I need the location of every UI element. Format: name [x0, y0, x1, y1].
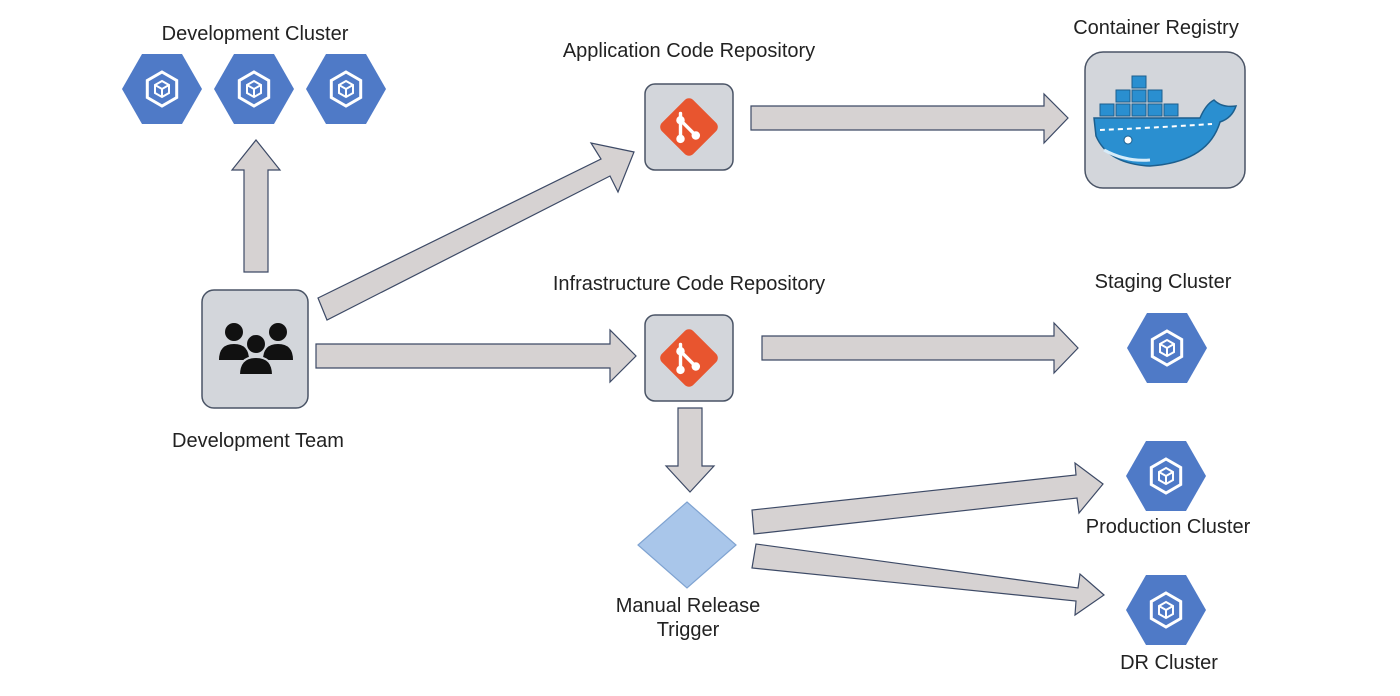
- staging-label: Staging Cluster: [1094, 271, 1232, 293]
- diamond-icon: [637, 501, 737, 589]
- arrow-trigger-to-dr: [751, 543, 1105, 617]
- trigger-label: Manual Release Trigger: [615, 595, 761, 641]
- kubernetes-hex-icon: [1127, 313, 1207, 383]
- production-label: Production Cluster: [1085, 516, 1251, 538]
- kubernetes-hex-icon: [306, 54, 386, 124]
- infra-repo-node: [644, 314, 734, 402]
- kubernetes-hex-icon: [1126, 441, 1206, 511]
- dev-team-label: Development Team: [172, 430, 344, 452]
- arrow-infra-repo-to-staging: [761, 321, 1079, 375]
- kubernetes-hex-icon: [1126, 575, 1206, 645]
- kubernetes-hex-icon: [214, 54, 294, 124]
- kubernetes-hex-icon: [122, 54, 202, 124]
- arrow-team-to-app-repo: [317, 142, 635, 321]
- docker-whale-icon: [1093, 75, 1238, 167]
- team-node: [201, 289, 309, 409]
- app-repo-label: Application Code Repository: [562, 40, 816, 62]
- registry-node: [1084, 51, 1246, 189]
- arrow-infra-repo-to-trigger: [664, 407, 716, 493]
- arrow-team-to-dev-cluster: [230, 139, 282, 273]
- dev-cluster-label: Development Cluster: [161, 23, 349, 45]
- dr-label: DR Cluster: [1120, 652, 1218, 674]
- arrow-team-to-infra-repo: [315, 328, 637, 384]
- arrow-trigger-to-production: [751, 461, 1104, 535]
- infra-repo-label: Infrastructure Code Repository: [552, 273, 826, 295]
- app-repo-node: [644, 83, 734, 171]
- team-icon: [219, 323, 293, 376]
- registry-label: Container Registry: [1073, 17, 1239, 39]
- arrow-app-repo-to-registry: [750, 92, 1069, 145]
- dev-cluster-icons: [122, 54, 386, 124]
